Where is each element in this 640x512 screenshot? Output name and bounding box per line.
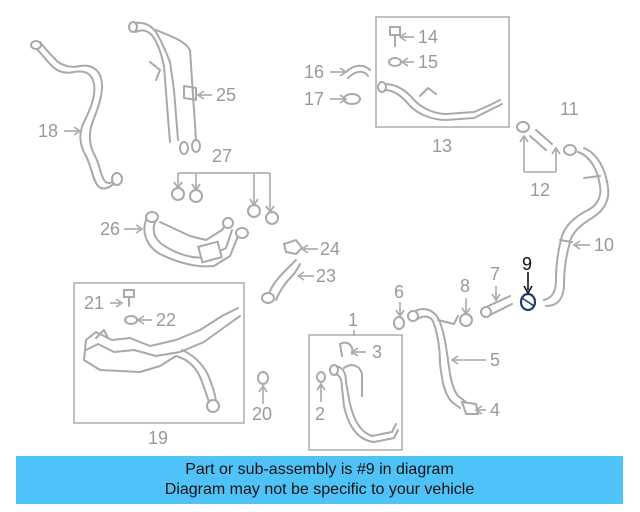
part-8-clamp (459, 313, 473, 327)
callout-21: 21 (84, 293, 104, 313)
callout-9: 9 (522, 254, 532, 274)
group-box-1 (308, 334, 403, 451)
part-21-bolt (123, 289, 135, 307)
part-6-washer (393, 316, 405, 330)
parts-diagram: 1 2 3 4 5 6 7 8 9 10 11 12 13 14 15 16 1… (30, 16, 614, 451)
leader-line-9 (523, 272, 533, 295)
callout-8: 8 (460, 276, 470, 296)
callout-12: 12 (530, 180, 550, 200)
part-19-pipe-assembly (83, 307, 241, 413)
callout-27: 27 (212, 146, 232, 166)
callout-10: 10 (594, 235, 614, 255)
part-3-clip (339, 341, 354, 357)
callout-20: 20 (252, 404, 272, 424)
part-4-clamp (460, 400, 480, 415)
part-26-pipe-bundle (143, 211, 249, 268)
callout-4: 4 (490, 400, 500, 420)
part-24-clip (282, 238, 304, 256)
callout-7: 7 (490, 264, 500, 284)
part-2-washer (316, 371, 326, 383)
part-16-hose (345, 64, 371, 79)
callout-26: 26 (100, 219, 120, 239)
part-22-washer (124, 315, 138, 325)
part-9-clamp (519, 292, 537, 312)
callout-22: 22 (156, 310, 176, 330)
part-11-hose (516, 121, 577, 156)
part-23-hose (261, 259, 301, 304)
callout-19: 19 (148, 428, 168, 448)
part-10-hose (543, 147, 610, 307)
part-1-hose (329, 364, 399, 443)
part-20-washer (257, 371, 269, 385)
part-25-pipe-assembly (128, 21, 201, 155)
callout-3: 3 (372, 342, 382, 362)
group-box-13 (375, 16, 510, 128)
banner-line-disclaimer: Diagram may not be specific to your vehi… (164, 481, 475, 498)
callout-18: 18 (38, 121, 58, 141)
group-box-19 (73, 282, 245, 424)
callout-1: 1 (348, 310, 358, 330)
callout-25: 25 (216, 85, 236, 105)
callout-14: 14 (418, 27, 438, 47)
part-13-pipe (377, 81, 503, 121)
callout-23: 23 (316, 266, 336, 286)
part-7-hose (480, 295, 513, 318)
part-14-bolt (389, 26, 401, 47)
callout-24: 24 (320, 239, 340, 259)
leader-lines (64, 32, 590, 415)
callout-15: 15 (418, 52, 438, 72)
callout-16: 16 (304, 62, 324, 82)
callout-5: 5 (490, 350, 500, 370)
part-18-hose (30, 40, 123, 190)
callout-17: 17 (304, 89, 324, 109)
callout-13: 13 (432, 136, 452, 156)
part-5-pipe (407, 308, 467, 409)
part-15-washer (388, 57, 402, 67)
callout-11: 11 (560, 99, 579, 119)
info-banner: Part or sub-assembly is #9 in diagram Di… (16, 456, 623, 504)
banner-line-part: Part or sub-assembly is #9 in diagram (185, 461, 454, 478)
callout-2: 2 (315, 404, 325, 424)
callout-6: 6 (394, 282, 404, 302)
